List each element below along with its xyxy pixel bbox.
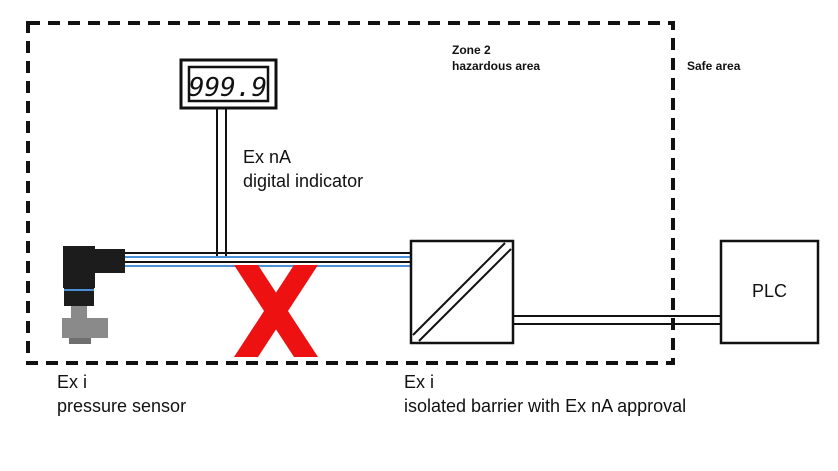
indicator-label-line1: Ex nA: [243, 147, 292, 167]
barrier-label-line1: Ex i: [404, 372, 435, 392]
sensor-label-line1: Ex i: [57, 372, 88, 392]
zone-label-line1: Zone 2: [452, 43, 491, 57]
safe-area-label: Safe area: [687, 59, 741, 73]
barrier-label-line2: isolated barrier with Ex nA approval: [404, 396, 687, 416]
pressure-sensor: [62, 246, 125, 344]
barrier-label: Ex i isolated barrier with Ex nA approva…: [404, 370, 686, 418]
sensor-label: Ex i pressure sensor: [57, 370, 186, 418]
indicator-label: Ex nA digital indicator: [243, 145, 363, 193]
plc-cable: [513, 315, 721, 325]
zone-boundary: [26, 21, 675, 365]
indicator-label-line2: digital indicator: [243, 171, 364, 191]
plc-box: [719, 239, 820, 345]
indicator-display: 999.9: [189, 73, 267, 103]
not-allowed-cross-icon: [234, 265, 318, 357]
zone-label: Zone 2 hazardous area: [452, 42, 540, 74]
sensor-cable: [125, 252, 416, 267]
isolated-barrier: [409, 239, 515, 345]
plc-label: PLC: [751, 281, 787, 301]
digital-indicator: 999.9: [179, 58, 278, 110]
indicator-cable: [216, 108, 227, 256]
sensor-label-line2: pressure sensor: [57, 396, 187, 416]
zone-label-line2: hazardous area: [452, 59, 541, 73]
